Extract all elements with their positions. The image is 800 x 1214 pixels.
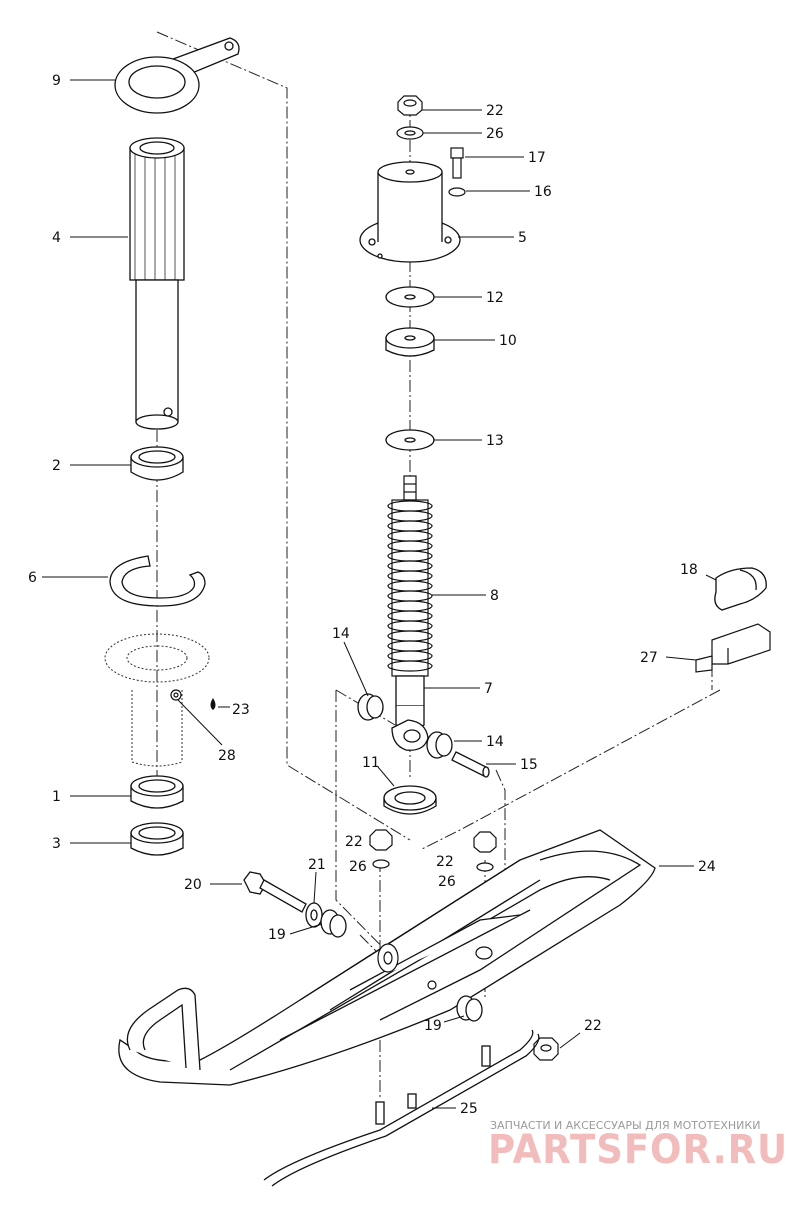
part-27-tab <box>695 623 771 673</box>
part-10-cup <box>385 327 435 357</box>
callout-15: 15 <box>520 757 538 773</box>
spring-coil <box>387 630 433 642</box>
spring-coil <box>387 590 433 602</box>
callout-5: 5 <box>518 230 527 246</box>
callout-3: 3 <box>52 836 61 852</box>
callout-16: 16 <box>534 184 552 200</box>
spring-coil <box>387 530 433 542</box>
watermark-tagline: ЗАПЧАСТИ И АКСЕССУАРЫ ДЛЯ МОТОТЕХНИКИ <box>490 1119 760 1132</box>
part-7-shock-body <box>391 675 429 751</box>
callout-22-top: 22 <box>486 103 504 119</box>
callout-10: 10 <box>499 333 517 349</box>
callout-12: 12 <box>486 290 504 306</box>
part-22-nut-top <box>397 95 423 116</box>
callout-24: 24 <box>698 859 716 875</box>
spring-coil <box>387 510 433 522</box>
callout-6: 6 <box>28 570 37 586</box>
part-5-top-mount <box>359 161 461 263</box>
spring-coil <box>387 640 433 652</box>
part-21-washer <box>305 902 323 928</box>
spring-coil <box>387 650 433 662</box>
part-17-bolt <box>450 147 464 179</box>
part-11-washer <box>383 785 437 815</box>
callout-27: 27 <box>640 650 658 666</box>
part-26-washer-left <box>372 859 390 869</box>
spring-coil <box>387 580 433 592</box>
part-2-bushing <box>130 446 184 481</box>
callout-26-right: 26 <box>438 874 456 890</box>
part-22-nut-bottom <box>533 1037 559 1061</box>
spring-coil <box>387 500 433 512</box>
spring-coil <box>387 570 433 582</box>
callout-28: 28 <box>218 748 236 764</box>
part-22-nut-left <box>369 829 393 851</box>
callout-labels: 9 4 2 6 23 28 1 3 22 26 17 16 5 12 10 13… <box>28 73 716 1117</box>
part-23-grease-drop-icon <box>210 698 216 710</box>
callout-9: 9 <box>52 73 61 89</box>
callout-21: 21 <box>308 857 326 873</box>
spring-coil <box>387 520 433 532</box>
callout-23: 23 <box>232 702 250 718</box>
spring-coil <box>387 560 433 572</box>
spring-coil <box>387 660 433 672</box>
leader-lines <box>42 79 717 1109</box>
part-6-retaining-ring <box>109 555 206 607</box>
callout-22-right: 22 <box>436 854 454 870</box>
part-16-washer <box>448 187 466 197</box>
housing-phantom <box>104 633 210 767</box>
part-9-spanner-wrench <box>114 37 240 114</box>
ski-mount-details <box>377 943 493 990</box>
spring-coils <box>387 499 433 677</box>
part-15-pin <box>451 751 490 778</box>
spring-coil <box>387 550 433 562</box>
part-14-bushing-left <box>357 693 384 721</box>
part-3-bushing <box>130 822 184 856</box>
part-28-grease-fitting <box>170 689 182 701</box>
callout-13: 13 <box>486 433 504 449</box>
part-1-bushing <box>130 775 184 809</box>
part-4-splined-tube <box>129 137 185 430</box>
part-8-shock-spring <box>403 475 417 501</box>
callout-20: 20 <box>184 877 202 893</box>
watermark-brand: PARTSFOR.RU <box>488 1127 788 1173</box>
part-18-cap <box>714 567 767 611</box>
part-13-washer <box>385 429 435 451</box>
callout-7: 7 <box>484 681 493 697</box>
spring-coil <box>387 600 433 612</box>
callout-22-left: 22 <box>345 834 363 850</box>
part-14-bushing-right <box>426 731 453 759</box>
callout-14-left: 14 <box>332 626 350 642</box>
callout-18: 18 <box>680 562 698 578</box>
callout-1: 1 <box>52 789 61 805</box>
callout-25: 25 <box>460 1101 478 1117</box>
part-12-washer <box>385 286 435 308</box>
callout-17: 17 <box>528 150 546 166</box>
callout-26-left: 26 <box>349 859 367 875</box>
part-19-bushing-right <box>456 995 483 1022</box>
part-22-nut-right <box>473 831 497 853</box>
part-25-wear-bar <box>263 1029 540 1187</box>
callout-19-right: 19 <box>424 1018 442 1034</box>
callout-4: 4 <box>52 230 61 246</box>
callout-19-left: 19 <box>268 927 286 943</box>
watermark: ЗАПЧАСТИ И АКСЕССУАРЫ ДЛЯ МОТОТЕХНИКИ PA… <box>488 1119 788 1173</box>
callout-22-bottom: 22 <box>584 1018 602 1034</box>
callout-11: 11 <box>362 755 380 771</box>
callout-2: 2 <box>52 458 61 474</box>
callout-26-top: 26 <box>486 126 504 142</box>
spring-coil <box>387 610 433 622</box>
spring-coil <box>387 620 433 632</box>
spring-coil <box>387 540 433 552</box>
callout-8: 8 <box>490 588 499 604</box>
callout-14-right: 14 <box>486 734 504 750</box>
part-19-bushing-left <box>320 909 347 938</box>
part-26-washer-top <box>396 126 424 140</box>
part-26-washer-right <box>476 862 494 872</box>
part-20-bolt <box>243 871 307 913</box>
